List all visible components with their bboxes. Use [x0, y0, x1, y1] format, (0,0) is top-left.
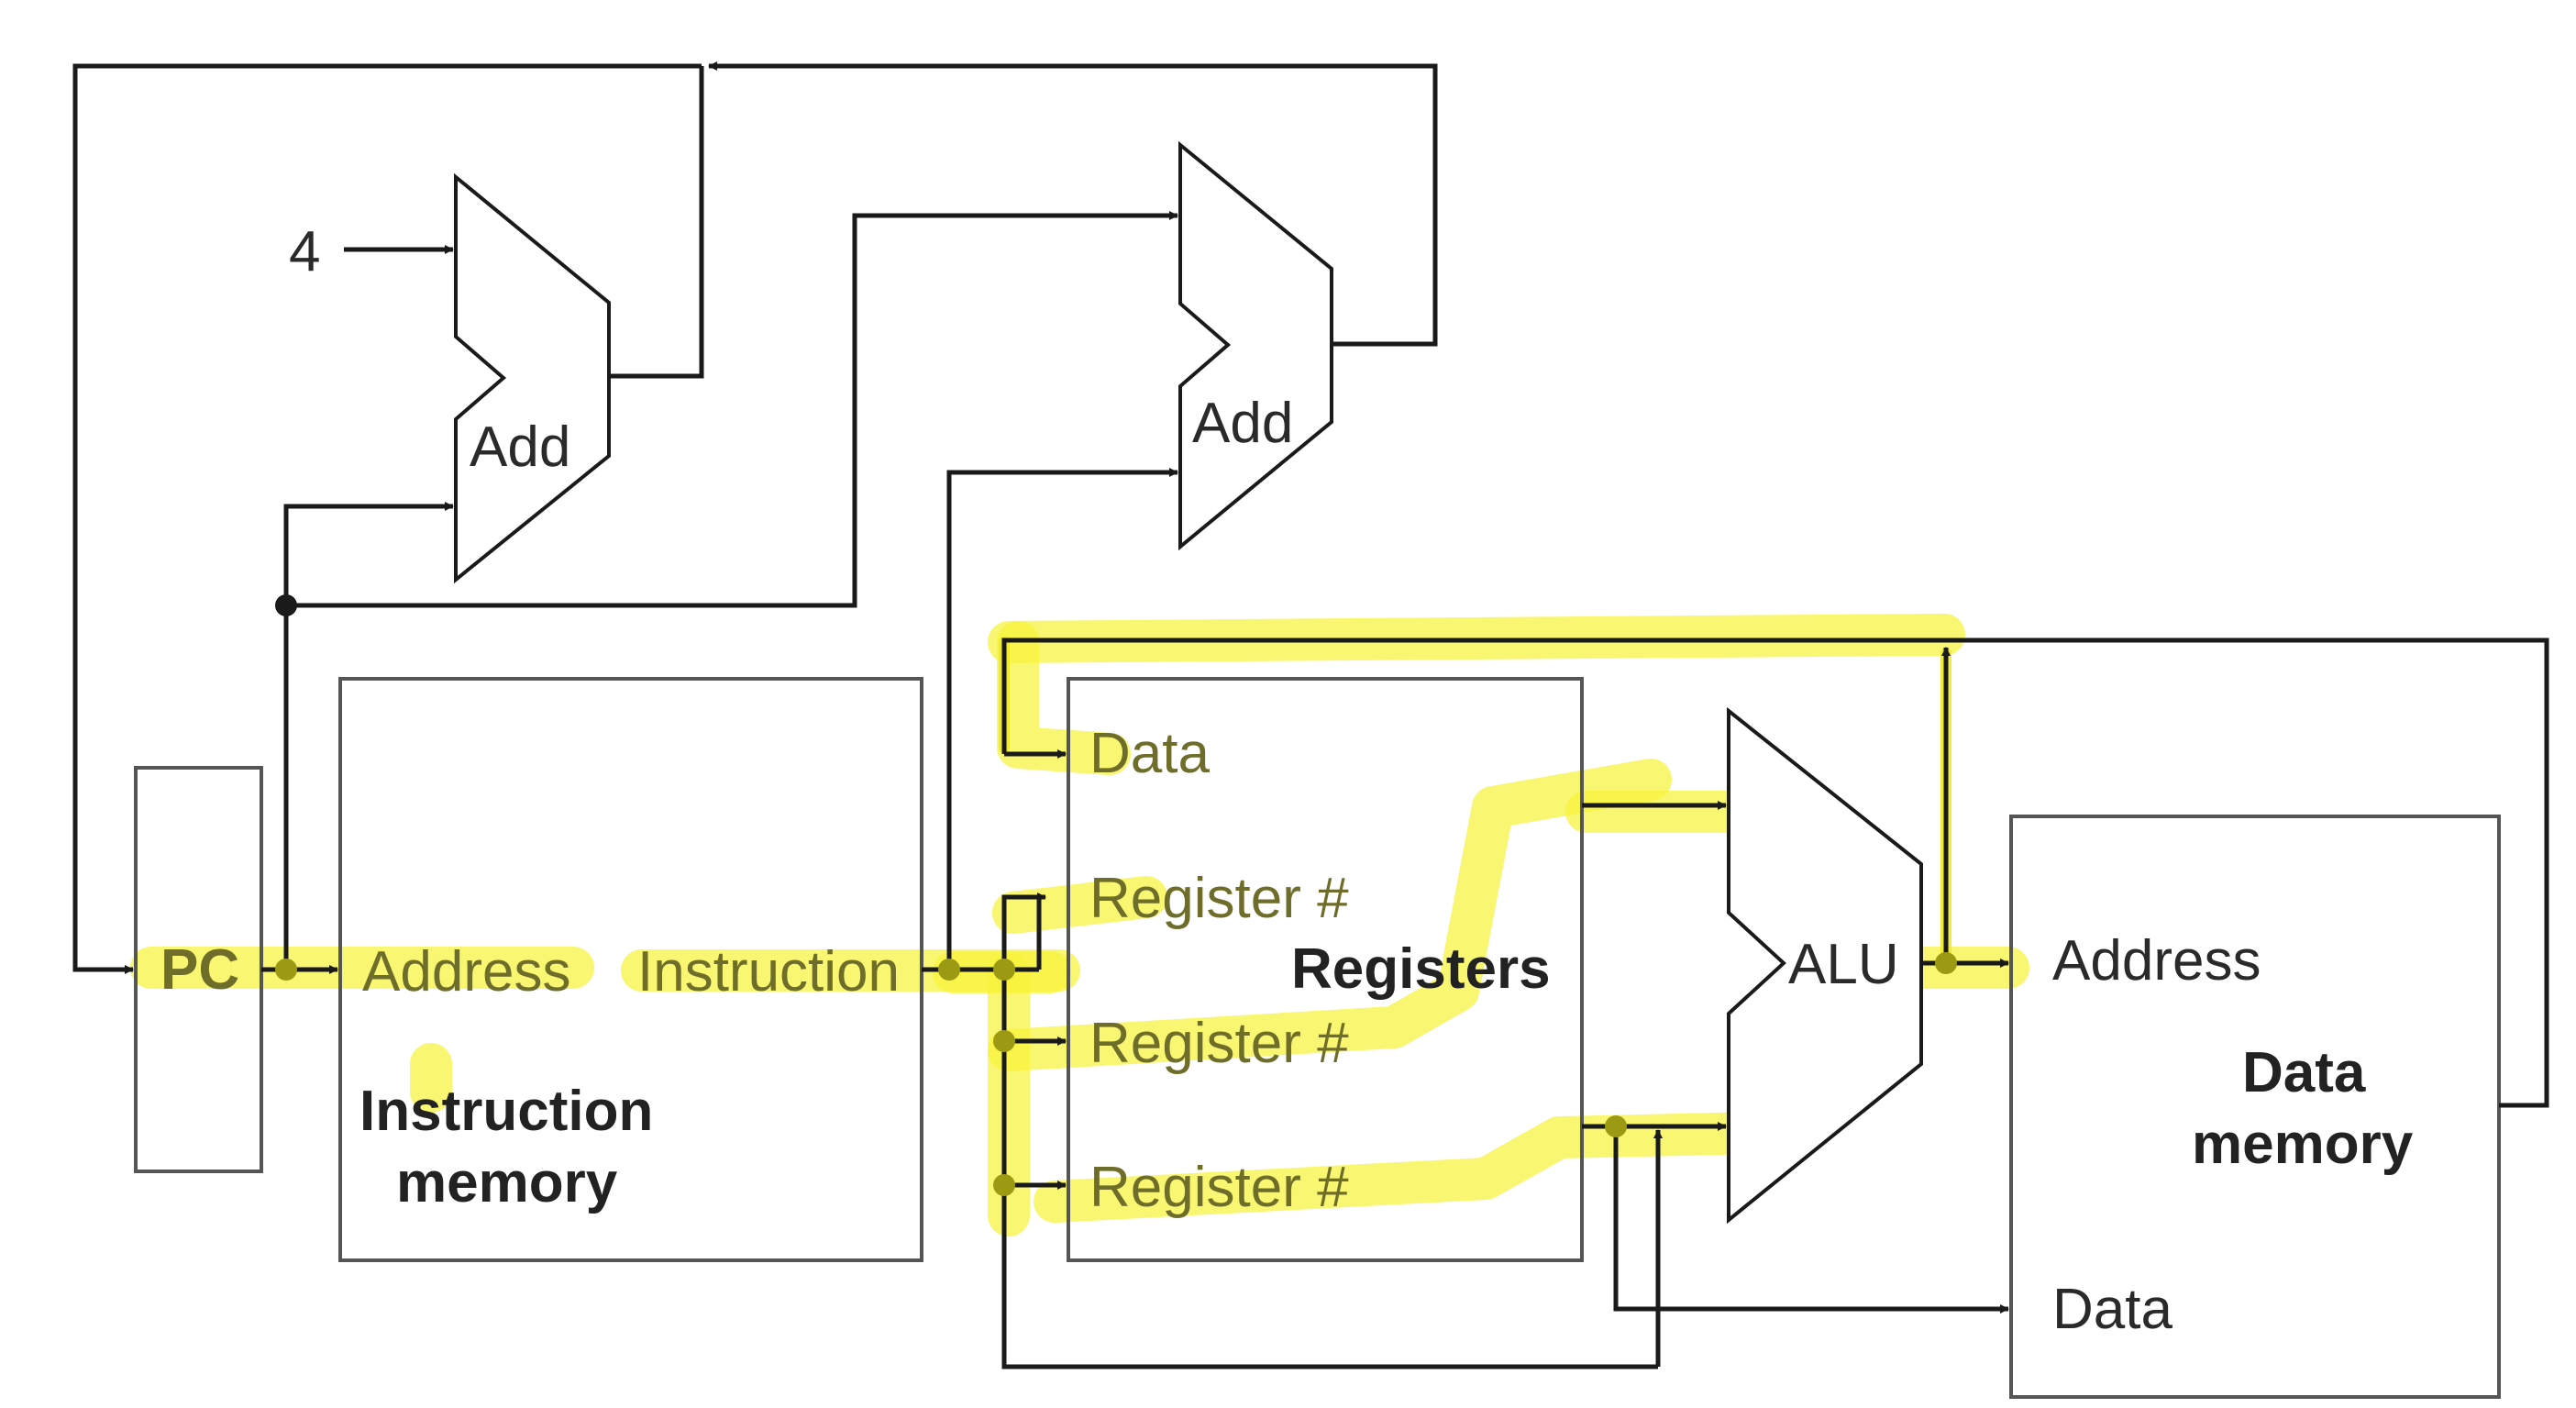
registers-title: Registers	[1291, 937, 1551, 1001]
pc-label: PC	[160, 938, 239, 1002]
imem-address-label: Address	[362, 940, 570, 1003]
imem-title-line2: memory	[396, 1151, 618, 1214]
branch-adder-shape	[1178, 140, 1333, 551]
dmem-title-line1: Data	[2242, 1041, 2366, 1104]
alu-label: ALU	[1788, 933, 1899, 996]
junction-dots	[275, 594, 1957, 1196]
reg-data-label: Data	[1089, 722, 1210, 785]
imem-title-line1: Instruction	[359, 1080, 653, 1143]
dmem-data-label: Data	[2052, 1278, 2172, 1341]
reg-number-2-label: Register #	[1089, 1012, 1349, 1075]
dmem-address-label: Address	[2052, 929, 2261, 992]
imem-instruction-label: Instruction	[637, 940, 900, 1003]
alu-shape	[1727, 706, 1923, 1225]
constant-four-label: 4	[289, 220, 320, 283]
reg-number-1-label: Register #	[1089, 867, 1349, 930]
reg-number-3-label: Register #	[1089, 1156, 1349, 1219]
registers-unit	[1067, 677, 1584, 1262]
pc-adder-label: Add	[470, 416, 570, 479]
wires	[72, 61, 2549, 1369]
branch-adder-label: Add	[1192, 392, 1293, 455]
pc-adder-shape	[454, 172, 611, 584]
dmem-title-line2: memory	[2192, 1113, 2414, 1176]
